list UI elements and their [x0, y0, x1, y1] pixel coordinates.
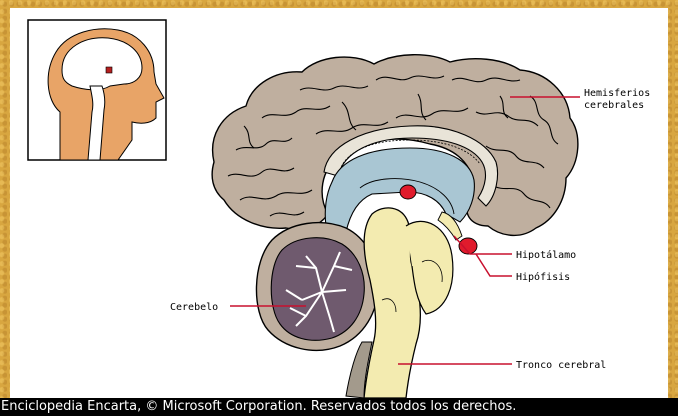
head-inset [28, 20, 166, 160]
label-hipotalamo: Hipotálamo [516, 249, 576, 261]
inset-marker [106, 67, 112, 73]
label-cerebelo: Cerebelo [170, 302, 218, 313]
cerebellum-folia [271, 238, 364, 341]
label-hipofisis: Hipófisis [516, 271, 570, 283]
hipofisis-line [476, 254, 512, 276]
label-hemisferios-line1: Hemisferios [584, 88, 650, 99]
label-hemisferios-line2: cerebrales [584, 100, 644, 111]
cerebellum [256, 223, 378, 351]
label-tronco: Tronco cerebral [516, 360, 606, 371]
pineal-dot [400, 185, 416, 199]
copyright-caption: Enciclopedia Encarta, © Microsoft Corpor… [0, 398, 678, 416]
